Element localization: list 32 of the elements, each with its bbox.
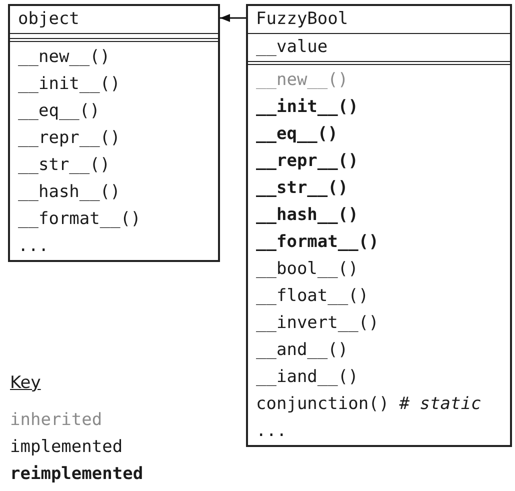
method-name: __hash__() [18,181,120,204]
method-name: ... [256,420,287,443]
method-name: __new__() [256,69,348,92]
method-name: __hash__() [256,204,358,227]
method-name: __new__() [18,46,110,69]
legend-entry: inherited [10,410,102,430]
method-name: __format__() [18,208,141,231]
method-name: __float__() [256,285,369,308]
method-name: __repr__() [18,127,120,150]
legend-entry: implemented [10,437,123,457]
method-name: __and__() [256,339,348,362]
class-name: object [18,8,80,31]
method-name: __iand__() [256,366,358,389]
legend-heading: Key [10,373,41,393]
method-name: __format__() [256,231,379,254]
method-name: __init__() [18,73,120,96]
attribute-name: __value [256,36,328,59]
method-name: __eq__() [256,123,338,146]
method-name: __invert__() [256,312,379,335]
method-name: __str__() [256,177,348,200]
legend-entry: reimplemented [10,464,144,484]
arrow [220,14,246,22]
method-name: __str__() [18,154,110,177]
method-name: ... [18,235,49,258]
method-name: __init__() [256,96,358,119]
class-name: FuzzyBool [256,8,348,31]
class-box [246,4,512,447]
class-box [8,4,220,262]
method-name: __repr__() [256,150,358,173]
method-name: __bool__() [256,258,358,281]
method-name: conjunction() # static [256,393,482,416]
method-name: __eq__() [18,100,100,123]
